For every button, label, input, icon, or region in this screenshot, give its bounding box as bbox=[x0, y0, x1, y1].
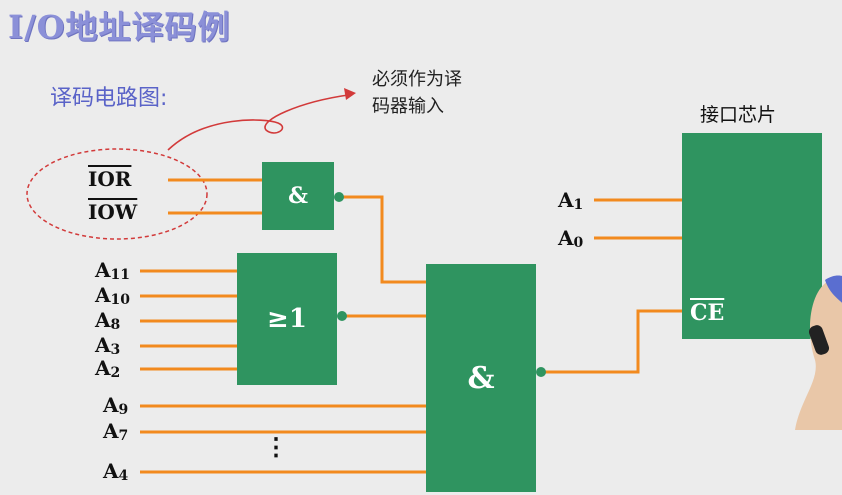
presenter-figure bbox=[795, 275, 842, 430]
or-gate: ≥1 bbox=[237, 253, 337, 385]
label-a9: A9 bbox=[103, 393, 129, 418]
label-ior: IOR bbox=[88, 167, 132, 191]
chip-ce-label: CE bbox=[690, 300, 725, 326]
label-a2: A2 bbox=[95, 356, 121, 381]
label-a11: A11 bbox=[95, 258, 131, 283]
or-gate-symbol: ≥1 bbox=[267, 304, 307, 334]
annotation-note-line1: 必须作为译 bbox=[372, 69, 462, 90]
and-gate-1-symbol: & bbox=[288, 183, 308, 209]
label-iow: IOW bbox=[88, 200, 138, 224]
diagram-subtitle: 译码电路图: bbox=[50, 86, 168, 111]
label-a8: A8 bbox=[95, 308, 121, 333]
label-a10: A10 bbox=[95, 283, 131, 308]
and2-output-dot bbox=[536, 367, 546, 377]
label-ellipsis: ⋮ bbox=[264, 432, 288, 461]
and-gate-2: & bbox=[426, 264, 536, 492]
label-a0: A0 bbox=[558, 226, 584, 251]
label-a4: A4 bbox=[103, 459, 129, 484]
annotation-note: 必须作为译 码器输入 bbox=[372, 66, 462, 120]
wire-and1-out bbox=[340, 195, 426, 284]
and1-output-dot bbox=[334, 192, 344, 202]
label-a1: A1 bbox=[558, 188, 584, 213]
chip-title: 接口芯片 bbox=[700, 104, 777, 126]
and-gate-2-symbol: & bbox=[467, 360, 495, 396]
page-title: I/O地址译码例 bbox=[8, 8, 231, 46]
annotation-arrowhead bbox=[344, 88, 356, 100]
or-output-dot bbox=[337, 311, 347, 321]
label-a7: A7 bbox=[103, 419, 129, 444]
annotation-note-line2: 码器输入 bbox=[372, 96, 444, 117]
wire-and2-out bbox=[541, 309, 682, 374]
highlight-ellipse bbox=[26, 148, 208, 240]
interface-chip bbox=[682, 133, 822, 339]
and-gate-1: & bbox=[262, 162, 334, 230]
label-a3: A3 bbox=[95, 333, 121, 358]
annotation-arrow bbox=[167, 94, 349, 151]
